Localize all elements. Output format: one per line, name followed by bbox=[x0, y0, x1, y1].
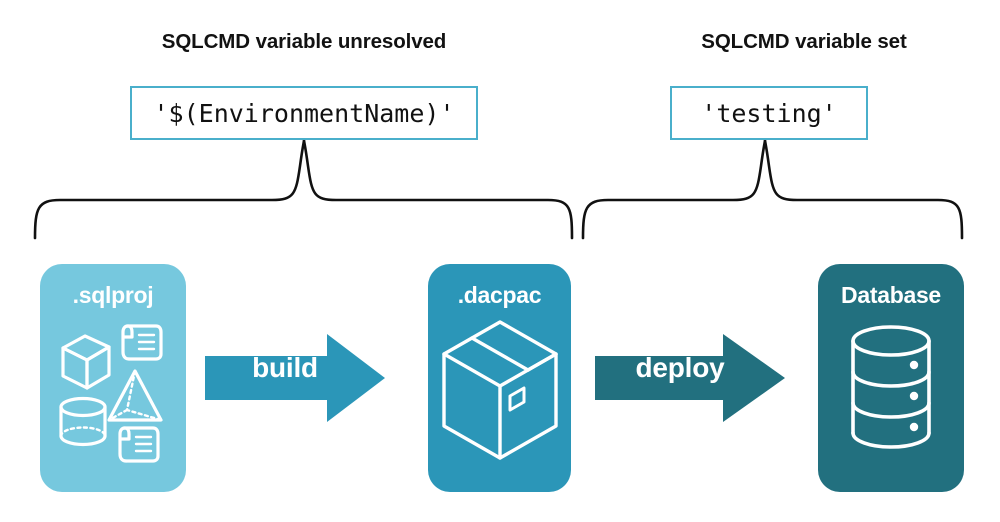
heading-sqlcmd-variable-unresolved: SQLCMD variable unresolved bbox=[161, 30, 447, 53]
code-box-environment-name: '$(EnvironmentName)' bbox=[130, 86, 478, 140]
arrow-deploy-label: deploy bbox=[635, 352, 725, 383]
brace-connectors bbox=[33, 139, 964, 240]
pyramid-icon bbox=[107, 369, 163, 422]
heading-sqlcmd-variable-set: SQLCMD variable set bbox=[701, 30, 907, 53]
sqlproj-icon-group bbox=[53, 316, 173, 471]
artifact-box-sqlproj: .sqlproj bbox=[40, 264, 186, 492]
arrow-build bbox=[205, 330, 385, 431]
database-status-dots bbox=[909, 360, 919, 432]
artifact-label-dacpac: .dacpac bbox=[457, 282, 542, 308]
arrow-deploy-shape bbox=[595, 334, 785, 422]
database-icon-group bbox=[836, 316, 946, 471]
cube-icon bbox=[61, 334, 111, 390]
code-box-testing-value: 'testing' bbox=[670, 86, 868, 140]
artifact-box-dacpac: .dacpac bbox=[428, 264, 571, 492]
brace-deploy-scope bbox=[581, 139, 964, 240]
package-box-icon bbox=[441, 320, 558, 460]
script-scroll-icon bbox=[121, 324, 163, 361]
artifact-label-database: Database bbox=[841, 282, 941, 308]
script-scroll-icon bbox=[118, 426, 160, 463]
database-cylinder-icon bbox=[851, 325, 931, 449]
cylinder-icon bbox=[59, 396, 107, 447]
brace-build-scope bbox=[33, 139, 574, 240]
arrow-deploy bbox=[595, 330, 785, 431]
arrow-build-label: build bbox=[252, 352, 318, 383]
artifact-label-sqlproj: .sqlproj bbox=[72, 282, 154, 308]
artifact-box-database: Database bbox=[818, 264, 964, 492]
arrow-build-shape bbox=[205, 334, 385, 422]
dacpac-icon-group bbox=[436, 316, 564, 469]
